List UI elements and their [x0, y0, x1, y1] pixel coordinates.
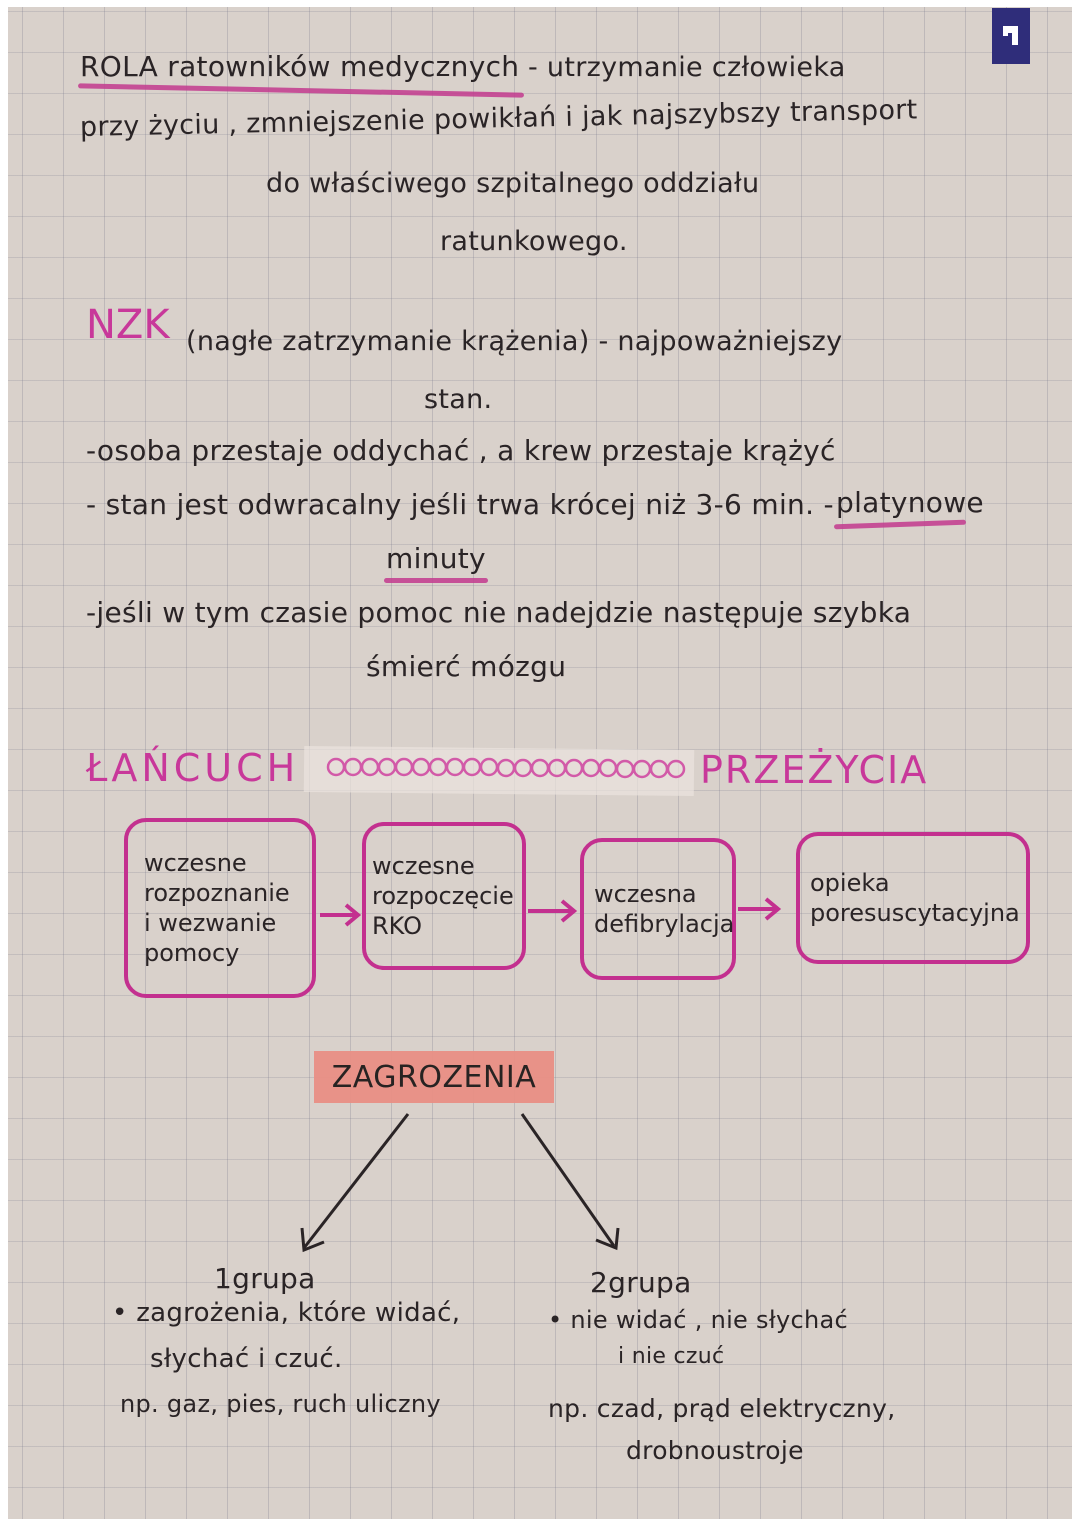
group2-example-cont: drobnoustroje: [626, 1436, 804, 1465]
group2-line2: i nie czuć: [618, 1344, 725, 1369]
split-arrows-icon: [300, 1113, 620, 1253]
arrow-right-icon: [528, 899, 578, 923]
threats-title: ZAGROZENIA: [314, 1051, 554, 1103]
nzk-bullet-1: -osoba przestaje oddychać , a krew przes…: [86, 434, 836, 467]
group2-title: 2grupa: [590, 1266, 692, 1299]
chain-step-4-label: opieka poresuscytacyjna: [810, 869, 1020, 927]
rola-line1: - utrzymanie człowieka: [528, 52, 846, 83]
group1-line2: słychać i czuć.: [150, 1344, 343, 1374]
group1-title: 1grupa: [214, 1262, 316, 1295]
nzk-definition: (nagłe zatrzymanie krążenia) - najpoważn…: [186, 326, 843, 357]
group2-example: np. czad, prąd elektryczny,: [548, 1394, 896, 1423]
chain-step-3: wczesna defibrylacja: [580, 838, 736, 980]
arrow-right-icon: [320, 903, 362, 927]
chain-step-3-label: wczesna defibrylacja: [594, 880, 735, 938]
chain-title-left: ŁAŃCUCH: [86, 746, 300, 790]
nzk-bullet-3: -jeśli w tym czasie pomoc nie nadejdzie …: [86, 596, 912, 629]
return-arrow-glyph: [1003, 26, 1018, 45]
chain-step-1: wczesne rozpoznanie i wezwanie pomocy: [124, 818, 316, 998]
chain-step-1-label: wczesne rozpoznanie i wezwanie pomocy: [144, 849, 290, 967]
group2-line1: • nie widać , nie słychać: [548, 1306, 848, 1334]
chain-step-4: opieka poresuscytacyjna: [796, 832, 1030, 964]
rola-line4: ratunkowego.: [440, 226, 628, 257]
group1-line1: • zagrożenia, które widać,: [112, 1298, 461, 1328]
chain-step-2-label: wczesne rozpoczęcie RKO: [372, 852, 514, 940]
brain-death: śmierć mózgu: [366, 650, 567, 683]
platinum-minutes-2: minuty: [386, 542, 486, 575]
platinum-underline-2: [384, 578, 488, 583]
bookmark-return-icon[interactable]: [992, 8, 1030, 64]
rola-heading: ROLA ratowników medycznych: [80, 50, 520, 83]
chain-title-right: PRZEŻYCIA: [700, 748, 929, 792]
nzk-definition-cont: stan.: [424, 384, 493, 415]
group1-example: np. gaz, pies, ruch uliczny: [120, 1390, 441, 1418]
rola-line3: do właściwego szpitalnego oddziału: [266, 168, 760, 199]
arrow-right-icon: [738, 897, 782, 921]
chain-links-icon: [326, 757, 686, 779]
threats-title-text: ZAGROZENIA: [331, 1059, 537, 1095]
nzk-acronym: NZK: [86, 302, 170, 348]
chain-step-2: wczesne rozpoczęcie RKO: [362, 822, 526, 970]
nzk-bullet-2: - stan jest odwracalny jeśli trwa krócej…: [86, 488, 834, 521]
platinum-minutes-1: platynowe: [836, 486, 984, 519]
